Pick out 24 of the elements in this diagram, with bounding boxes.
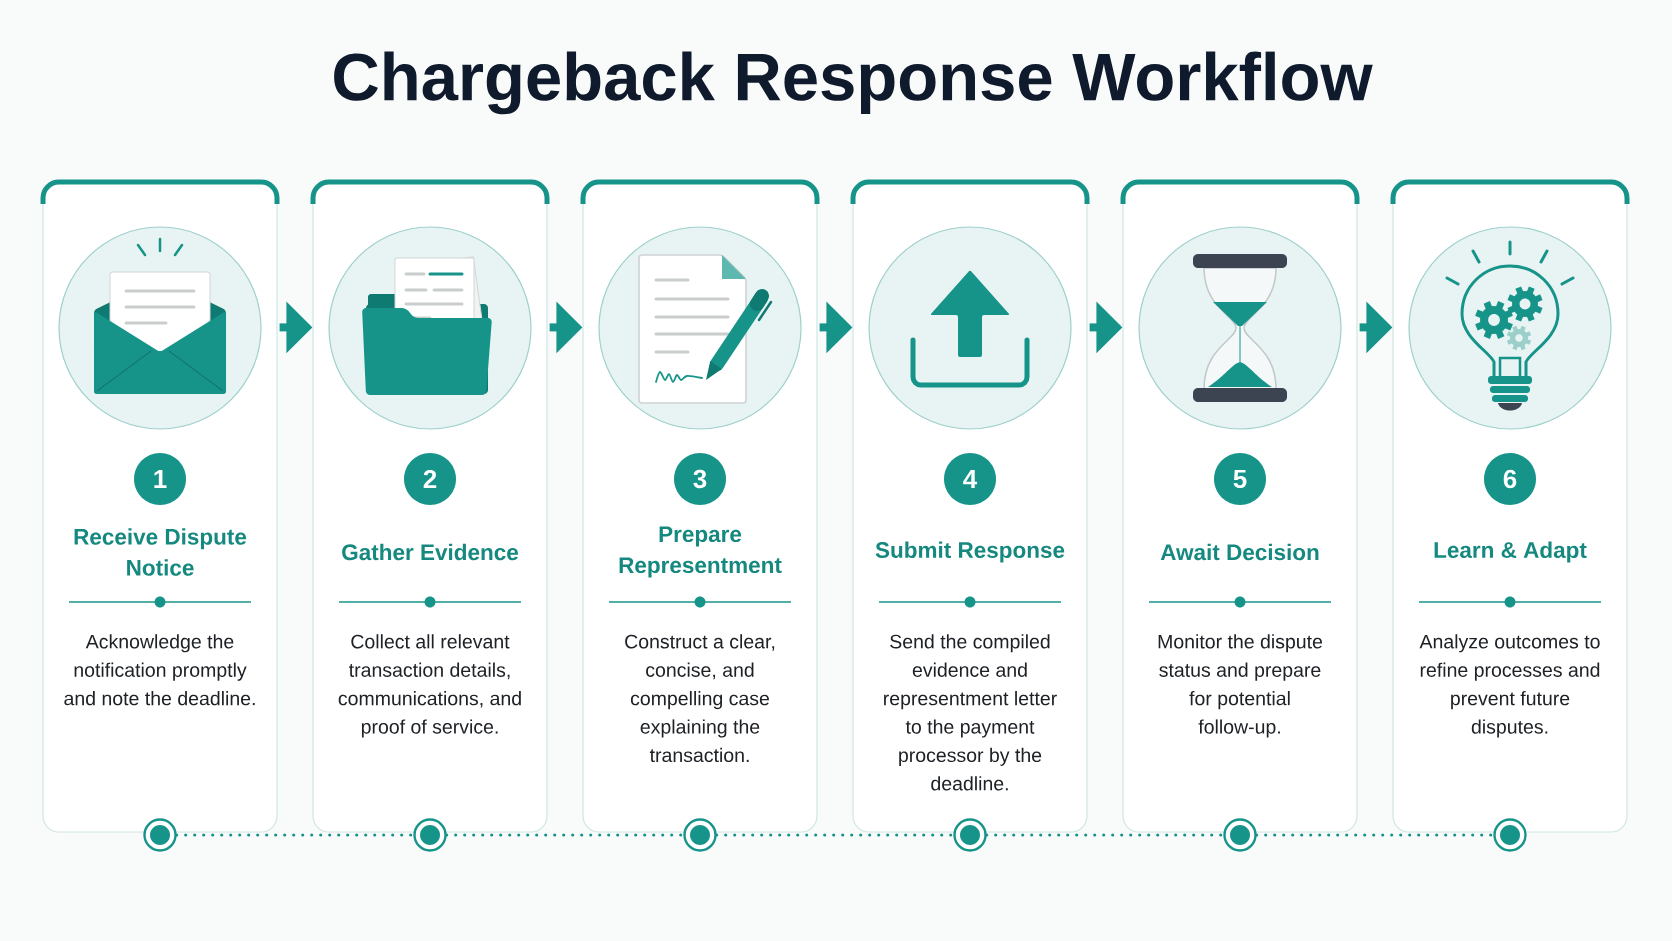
step-title: Await Decision [1160, 543, 1319, 561]
dotted-line [715, 833, 955, 837]
number-badge: 5 [1214, 453, 1266, 505]
number-badge: 2 [404, 453, 456, 505]
step-description: Send the compiled evidence and representment letter to the payment processor by the deadline. [884, 634, 1057, 791]
step-description: Analyze outcomes to refine processes and prevent future disputes. [1419, 634, 1600, 738]
step-title: Learn & Adapt [1434, 541, 1587, 563]
dotted-line [1255, 833, 1495, 837]
step-description: Construct a clear, concise, and compelling case explaining the transaction. [625, 634, 775, 763]
step-description: Collect all relevant transaction details, communications, and proof of service. [338, 634, 521, 738]
step-description: Monitor the dispute status and prepare for potential follow-up. [1158, 634, 1323, 738]
number-badge: 3 [674, 453, 726, 505]
number-badge: 1 [134, 453, 186, 505]
step-description: Acknowledge the notification promptly and note the deadline. [64, 634, 255, 706]
dotted-line [445, 833, 685, 837]
dotted-line [985, 833, 1225, 837]
step-title: Submit Response [875, 541, 1065, 563]
step-title: Receive Dispute Notice [74, 528, 247, 576]
number-badge: 6 [1484, 453, 1536, 505]
number-badge: 4 [944, 453, 996, 505]
step-title: Gather Evidence [342, 543, 518, 561]
dotted-line [175, 833, 415, 837]
step-title: Prepare Representment [619, 526, 782, 578]
title: Chargeback Response Workflow [334, 51, 1373, 115]
